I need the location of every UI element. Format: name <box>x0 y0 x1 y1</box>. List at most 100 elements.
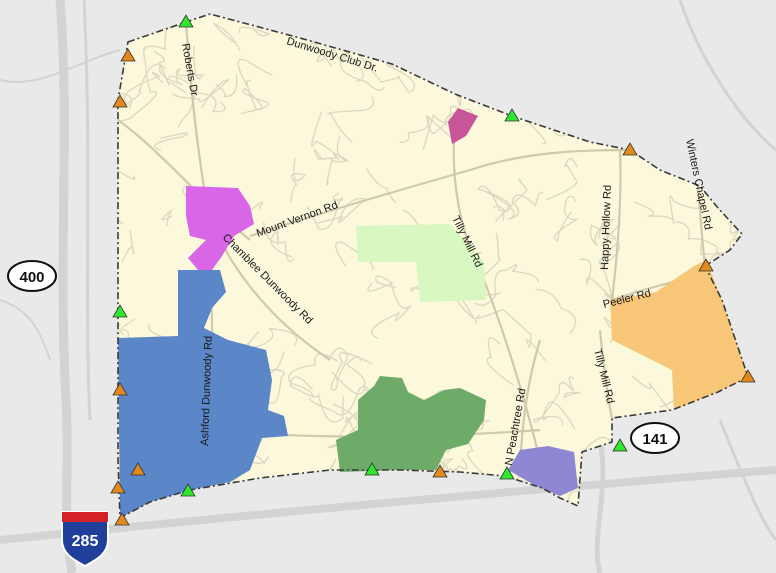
street <box>486 337 514 386</box>
gateway-marker-west-3 <box>112 304 128 318</box>
street <box>215 74 238 98</box>
street <box>118 83 133 109</box>
street <box>289 376 345 423</box>
street <box>356 51 411 94</box>
street <box>365 167 397 204</box>
street <box>123 71 164 106</box>
street <box>335 241 374 270</box>
gateway-marker-southwest-3 <box>114 512 130 526</box>
street <box>172 79 231 109</box>
street <box>399 115 455 143</box>
street <box>270 229 292 258</box>
shield-i285-label: 285 <box>72 533 99 550</box>
street <box>563 391 581 399</box>
gateway-marker-south-1 <box>180 483 196 497</box>
gateway-marker-south-3 <box>432 464 448 478</box>
outside-road-nw <box>0 49 121 83</box>
street <box>533 376 575 426</box>
street <box>161 208 173 226</box>
zone-green <box>336 376 486 472</box>
street <box>330 352 373 391</box>
street <box>238 26 271 37</box>
outside-road-ne <box>678 0 776 152</box>
street <box>483 190 544 221</box>
label-ashford-dunwoody-rd: Ashford Dunwoody Rd <box>199 336 215 446</box>
street <box>422 105 459 150</box>
street <box>213 22 241 52</box>
shield-sr400: 400 <box>7 260 57 292</box>
gateway-markers <box>110 14 756 526</box>
zone-magenta <box>448 108 478 144</box>
label-happy-hollow-rd: Happy Hollow Rd <box>599 185 614 270</box>
outside-road-w <box>0 299 51 361</box>
main-road <box>696 185 707 267</box>
street <box>542 401 576 430</box>
street <box>166 75 189 94</box>
street <box>553 211 579 242</box>
zone-purple <box>508 446 578 496</box>
sr141-highway <box>594 439 606 573</box>
street <box>367 275 397 292</box>
street <box>309 356 366 416</box>
street <box>121 230 135 263</box>
main-road <box>249 148 641 238</box>
street <box>158 45 205 86</box>
gateway-marker-happy-hollow <box>622 142 638 156</box>
street <box>289 158 307 203</box>
street <box>313 149 348 161</box>
street <box>473 264 540 306</box>
street <box>311 111 340 161</box>
zones <box>118 108 748 518</box>
street <box>597 218 622 250</box>
shield-i285: 285 <box>61 511 109 568</box>
street <box>316 197 367 224</box>
street <box>589 218 617 247</box>
street <box>327 96 375 143</box>
street <box>121 63 167 109</box>
street <box>263 221 295 263</box>
street <box>288 353 338 398</box>
street <box>118 167 136 207</box>
outside-road-se <box>718 419 776 541</box>
shield-sr141: 141 <box>630 422 680 454</box>
sr400-highway <box>55 0 77 573</box>
street <box>118 46 158 122</box>
street <box>237 58 274 88</box>
street <box>546 157 579 201</box>
street <box>495 178 528 222</box>
gateway-marker-dunwoody-club <box>504 108 520 122</box>
main-road <box>610 149 622 301</box>
gateway-marker-southwest-1 <box>130 462 146 476</box>
street <box>240 79 269 115</box>
gateway-marker-winters-chapel <box>698 258 714 272</box>
street <box>633 195 704 225</box>
zone-orange <box>610 260 748 410</box>
gateway-marker-east <box>740 369 756 383</box>
shield-sr141-label: 141 <box>642 431 667 448</box>
street <box>563 195 577 221</box>
street <box>326 135 350 186</box>
shield-sr400-label: 400 <box>19 269 44 286</box>
street <box>477 185 511 222</box>
street <box>340 51 385 91</box>
zone-violet <box>186 186 254 270</box>
street <box>475 308 547 362</box>
zone-light-green <box>356 224 486 302</box>
gateway-marker-n-peachtree <box>499 466 515 480</box>
gateway-marker-tilly-mill-south <box>612 438 628 452</box>
street <box>535 288 577 335</box>
gateway-marker-west-1 <box>120 48 136 62</box>
street <box>154 132 189 151</box>
zone-blue <box>118 270 288 518</box>
gateway-marker-west-4 <box>112 382 128 396</box>
main-road <box>598 329 614 419</box>
gateway-marker-west-2 <box>112 94 128 108</box>
street <box>257 351 285 404</box>
gateway-marker-south-2 <box>364 462 380 476</box>
gateway-marker-southwest-2 <box>110 480 126 494</box>
street <box>371 281 412 339</box>
outside-road-west <box>82 0 92 421</box>
street <box>579 258 615 302</box>
